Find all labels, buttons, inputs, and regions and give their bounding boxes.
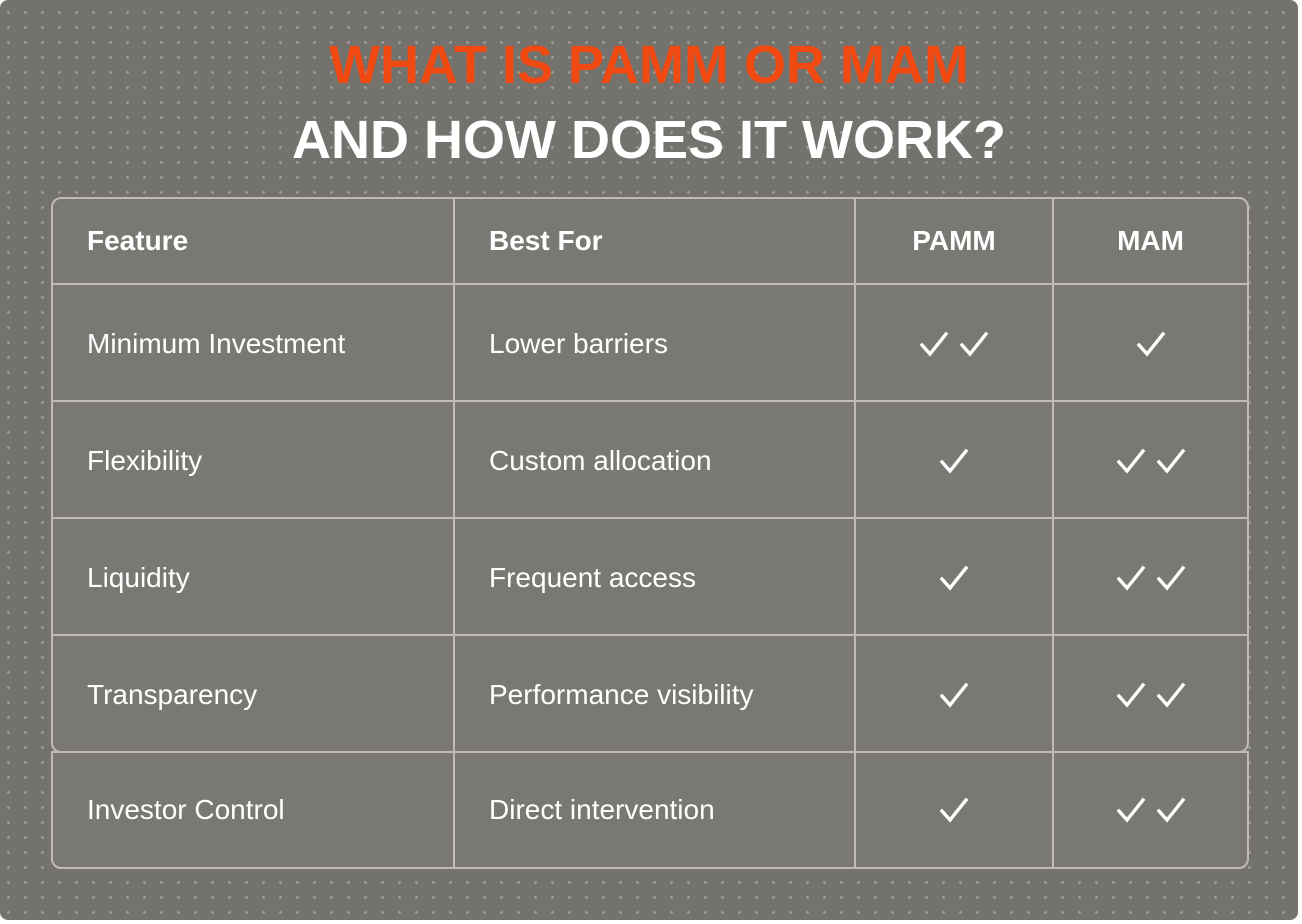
cell-mam bbox=[1052, 636, 1247, 753]
title-line-1: WHAT IS PAMM OR MAM bbox=[329, 35, 969, 95]
checks-group bbox=[919, 330, 989, 358]
cell-feature: Flexibility bbox=[87, 444, 203, 476]
table-row: Minimum Investment Lower barriers bbox=[53, 283, 1247, 402]
checkmark-icon bbox=[1116, 565, 1145, 591]
cell-mam bbox=[1052, 519, 1247, 636]
cell-feature: Investor Control bbox=[87, 794, 285, 825]
checks-group bbox=[1136, 330, 1166, 358]
checkmark-icon bbox=[939, 797, 969, 823]
checkmark-icon bbox=[1156, 797, 1185, 823]
table-row: Flexibility Custom allocation bbox=[53, 400, 1247, 519]
cell-pamm bbox=[854, 753, 1052, 867]
checks-group bbox=[939, 564, 969, 592]
cell-best-for: Direct intervention bbox=[453, 753, 854, 867]
cell-pamm bbox=[854, 285, 1052, 402]
checks-group bbox=[1116, 681, 1186, 709]
checkmark-icon bbox=[1116, 448, 1145, 474]
checkmark-icon bbox=[1156, 682, 1185, 708]
checkmark-icon bbox=[939, 565, 969, 591]
cell-best-for: Performance visibility bbox=[453, 636, 854, 753]
checks-group bbox=[1116, 796, 1186, 824]
title-line-2: AND HOW DOES IT WORK? bbox=[292, 110, 1006, 170]
checkmark-icon bbox=[1156, 448, 1185, 474]
header-best-for: Best For bbox=[453, 199, 854, 283]
checkmark-icon bbox=[939, 682, 969, 708]
header-pamm: PAMM bbox=[854, 199, 1052, 283]
table-row: Transparency Performance visibility bbox=[53, 634, 1247, 753]
cell-mam bbox=[1052, 753, 1247, 867]
table-row: Liquidity Frequent access bbox=[53, 517, 1247, 636]
checkmark-icon bbox=[939, 448, 969, 474]
cell-mam bbox=[1052, 402, 1247, 519]
cell-pamm bbox=[854, 402, 1052, 519]
table-extra-block: Investor Control Direct intervention bbox=[51, 751, 1249, 869]
checks-group bbox=[939, 796, 969, 824]
table-main-block: Feature Best For PAMM MAM Minimum Invest… bbox=[51, 197, 1249, 753]
checkmark-icon bbox=[959, 331, 989, 357]
cell-best-for: Custom allocation bbox=[453, 402, 854, 519]
cell-feature: Transparency bbox=[87, 678, 258, 710]
checkmark-icon bbox=[1116, 682, 1145, 708]
checks-group bbox=[939, 447, 969, 475]
cell-feature: Minimum Investment bbox=[87, 327, 346, 359]
cell-pamm bbox=[854, 519, 1052, 636]
checks-group bbox=[939, 681, 969, 709]
checks-group bbox=[1116, 564, 1186, 592]
checkmark-icon bbox=[1116, 797, 1145, 823]
cell-best-for: Frequent access bbox=[453, 519, 854, 636]
cell-best-for: Lower barriers bbox=[453, 285, 854, 402]
checkmark-icon bbox=[1156, 565, 1185, 591]
table-row: Investor Control Direct intervention bbox=[53, 753, 1247, 867]
cell-feature: Liquidity bbox=[87, 561, 190, 593]
checkmark-icon bbox=[1136, 331, 1165, 357]
comparison-table: Feature Best For PAMM MAM Minimum Invest… bbox=[51, 197, 1249, 869]
header-mam: MAM bbox=[1052, 199, 1247, 283]
checks-group bbox=[1116, 447, 1186, 475]
cell-pamm bbox=[854, 636, 1052, 753]
cell-mam bbox=[1052, 285, 1247, 402]
header-feature: Feature bbox=[87, 225, 189, 256]
checkmark-icon bbox=[919, 331, 949, 357]
table-header-row: Feature Best For PAMM MAM bbox=[53, 199, 1247, 283]
